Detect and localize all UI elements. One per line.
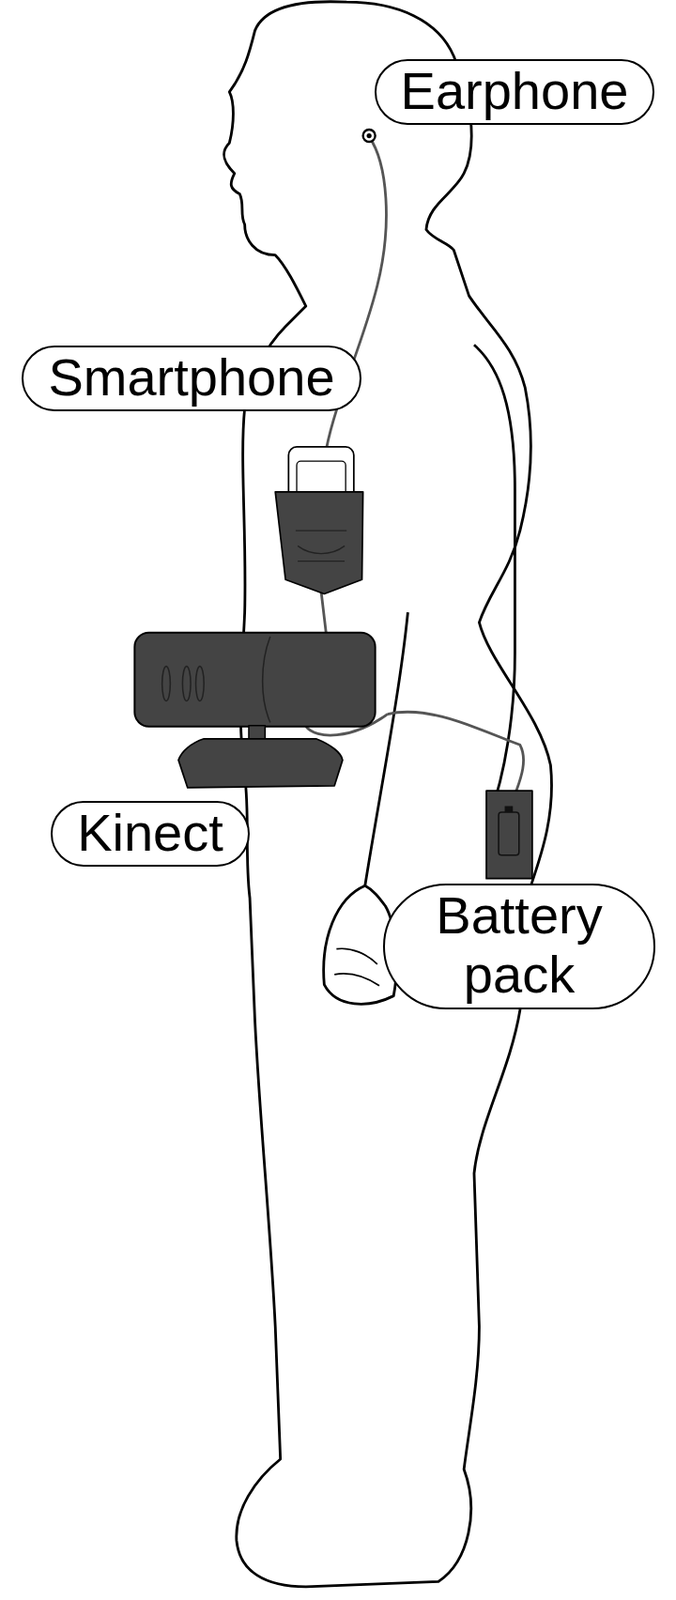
label-text: Smartphone	[47, 348, 335, 408]
arm-back-line	[474, 344, 515, 816]
smartphone-keys	[295, 530, 347, 562]
body-silhouette	[223, 1, 552, 1587]
battery-pack-body	[486, 790, 533, 878]
label-box: Kinect	[50, 800, 250, 868]
finger-line	[334, 948, 380, 985]
label-box: Battery pack	[383, 883, 656, 1009]
kinect-body	[134, 632, 375, 727]
label-box: Smartphone	[21, 345, 361, 413]
kinect-stem	[248, 725, 265, 740]
earphone-symbol	[363, 129, 376, 142]
label-text: Battery pack	[409, 886, 630, 1004]
battery-symbol	[498, 812, 520, 856]
kinect-lens	[182, 666, 191, 702]
label-text: Kinect	[76, 803, 224, 863]
label-box: Earphone	[374, 59, 656, 126]
battery-terminal	[505, 805, 514, 813]
smartphone-pocket	[275, 491, 363, 595]
kinect-base	[178, 738, 343, 788]
kinect-lens	[162, 666, 171, 702]
kinect-lens	[196, 666, 205, 702]
kinect-seam	[262, 636, 271, 723]
earphone-dot	[367, 133, 372, 139]
label-text: Earphone	[400, 61, 630, 122]
